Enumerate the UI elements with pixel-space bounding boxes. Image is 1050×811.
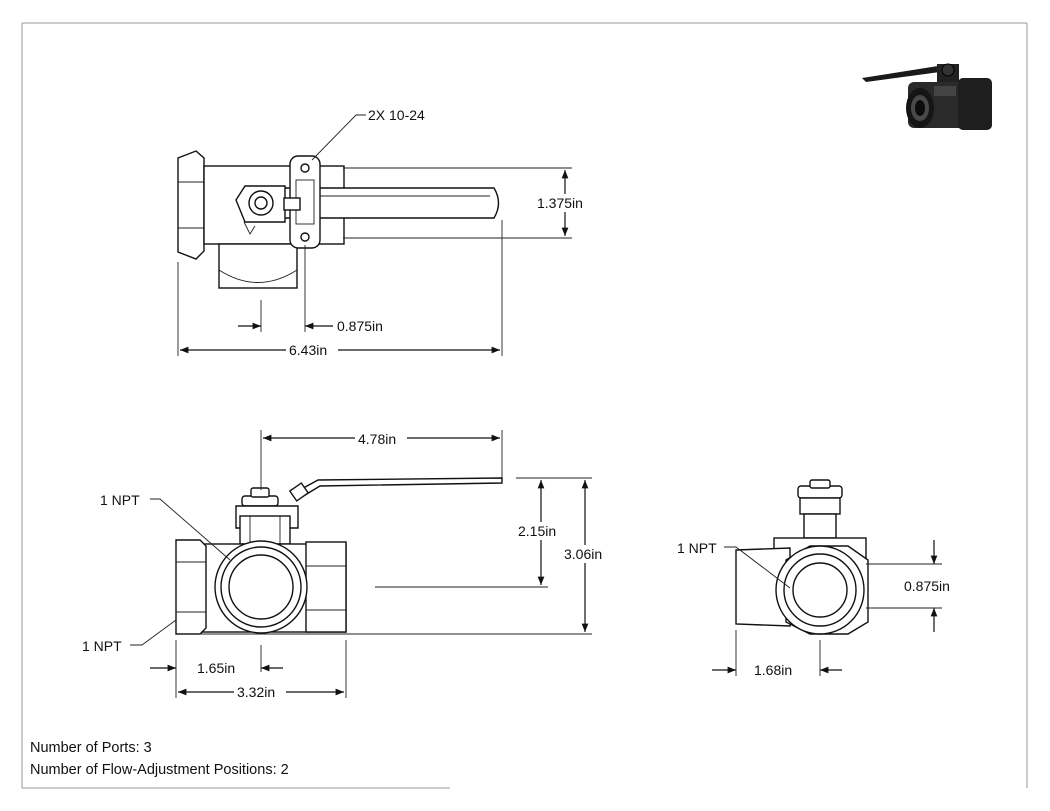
dim-overall-length: 6.43in: [289, 342, 327, 358]
front-view: 1 NPT 1 NPT 4.78in 2.15in 3.06in 1.65in …: [82, 430, 612, 701]
dim-overall-height: 3.06in: [564, 546, 602, 562]
dim-port-center: 1.65in: [197, 660, 235, 676]
dim-side-port-offset: 0.875in: [904, 578, 950, 594]
npt-label-bottom: 1 NPT: [82, 638, 122, 654]
dim-side-center: 1.68in: [754, 662, 792, 678]
dim-handle-length: 4.78in: [358, 431, 396, 447]
dim-handle-width: 1.375in: [537, 195, 583, 211]
screw-callout-label: 2X 10-24: [368, 107, 425, 123]
dim-stem-offset: 0.875in: [337, 318, 383, 334]
top-view: 2X 10-24 1.375in 0.875in 6.43in: [177, 107, 596, 359]
npt-label-side: 1 NPT: [677, 540, 717, 556]
side-view: 1 NPT 0.875in 1.68in: [677, 479, 950, 678]
dim-centerline-height: 2.15in: [518, 523, 556, 539]
dim-body-length: 3.32in: [237, 684, 275, 700]
ball-valve-photo-icon: [862, 63, 992, 130]
drawing-frame: [21, 22, 1028, 789]
spec-flow-positions: Number of Flow-Adjustment Positions: 2: [30, 762, 289, 778]
npt-label-top: 1 NPT: [100, 492, 140, 508]
spec-number-of-ports: Number of Ports: 3: [30, 740, 152, 756]
